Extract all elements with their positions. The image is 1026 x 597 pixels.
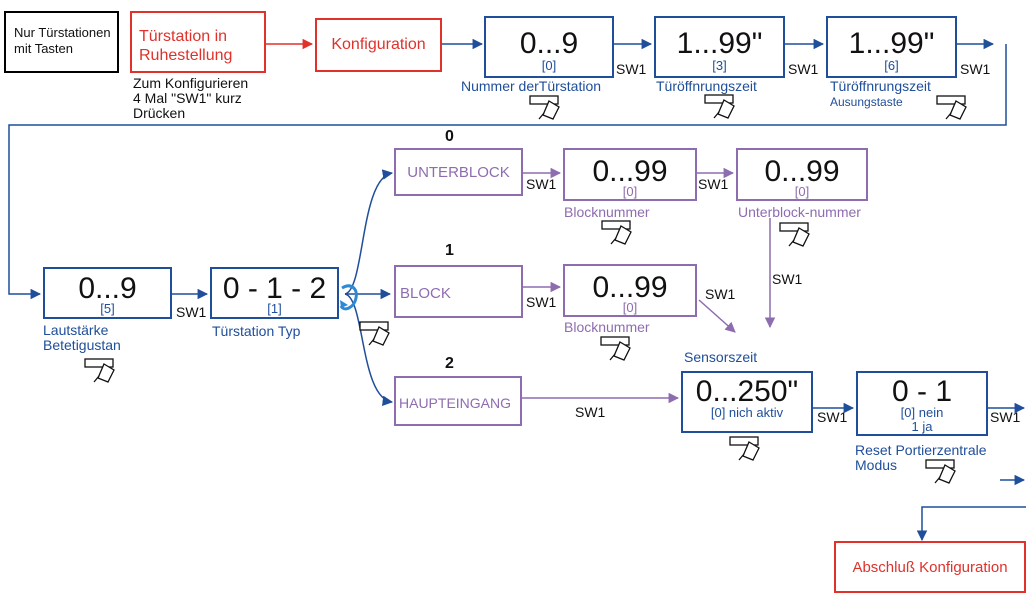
arrow-bn2-down xyxy=(698,299,736,333)
bn2-box: 0...99 [0] xyxy=(563,264,697,317)
abschluss-label: Abschluß Konfiguration xyxy=(852,559,1008,576)
block-box: BLOCK xyxy=(394,265,523,318)
haupteingang-box: HAUPTEINGANG xyxy=(394,376,522,426)
sw1-label: SW1 xyxy=(817,409,848,425)
konfiguration-label: Konfiguration xyxy=(331,36,426,53)
sw1-label: SW1 xyxy=(788,61,819,77)
sensor-range: 0...250" xyxy=(695,375,799,408)
reset-box: 0 - 1 [0] nein 1 ja xyxy=(856,371,988,436)
oeffnung1-range: 1...99" xyxy=(676,27,763,60)
sw1-label: SW1 xyxy=(698,176,729,192)
wrap-line xyxy=(8,44,1007,300)
hand-button-icon xyxy=(729,436,760,461)
bn2-label: Blocknummer xyxy=(564,319,650,335)
instruction-text: Zum Konfigurieren 4 Mal "SW1" kurz Drück… xyxy=(133,75,249,121)
hand-button-icon xyxy=(601,220,632,245)
laut-default: [5] xyxy=(100,301,115,316)
typ-range: 0 - 1 - 2 xyxy=(222,272,327,305)
unterblock-label: UNTERBLOCK xyxy=(407,164,510,181)
hand-button-icon xyxy=(529,95,560,120)
branch-number-2: 2 xyxy=(445,355,454,372)
oeffnung1-box: 1...99" [3] xyxy=(654,16,785,78)
reset-default-2: 1 ja xyxy=(911,419,933,434)
typ-default: [1] xyxy=(267,301,282,316)
oeffnung2-range: 1...99" xyxy=(848,27,935,60)
laut-box: 0...9 [5] xyxy=(43,267,172,319)
bn1-box: 0...99 [0] xyxy=(563,148,697,201)
bn1-label: Blocknummer xyxy=(564,204,650,220)
ubn-box: 0...99 [0] xyxy=(736,148,868,201)
oeffnung2-label: Türöffnrungszeit xyxy=(830,78,931,94)
ausung-label: Ausungstaste xyxy=(830,95,903,109)
laut-label: Lautstärke Betetigustan xyxy=(43,322,121,353)
haupteingang-label: HAUPTEINGANG xyxy=(399,395,512,411)
sw1-label: SW1 xyxy=(575,404,606,420)
nummer-label: Nummer derTürstation xyxy=(461,78,602,94)
nummer-box: 0...9 [0] xyxy=(484,16,614,78)
abschluss-box: Abschluß Konfiguration xyxy=(834,541,1026,593)
nur-tasten-box: Nur Türstationen mit Tasten xyxy=(4,11,119,73)
nur-tasten-label: Nur Türstationen mit Tasten xyxy=(14,25,111,56)
bn1-default: [0] xyxy=(622,184,638,199)
block-label: BLOCK xyxy=(400,285,451,302)
sw1-label: SW1 xyxy=(616,61,647,77)
ubn-label: Unterblock-nummer xyxy=(738,204,861,220)
sw1-label: SW1 xyxy=(772,271,803,287)
oeffnung1-label: Türöffnrungszeit xyxy=(656,78,757,94)
sensor-box: 0...250" [0] nich aktiv xyxy=(681,371,813,433)
oeffnung1-default: [3] xyxy=(712,58,727,73)
hand-button-icon xyxy=(84,358,115,383)
sw1-label: SW1 xyxy=(176,304,207,320)
oeffnung2-default: [6] xyxy=(884,58,899,73)
hand-button-icon xyxy=(925,459,956,484)
arrow-branch-0 xyxy=(344,169,394,295)
sw1-label: SW1 xyxy=(990,409,1021,425)
branch-number-0: 0 xyxy=(445,128,454,145)
bn2-default: [0] xyxy=(622,300,638,315)
hand-button-icon xyxy=(600,336,631,361)
sw1-label: SW1 xyxy=(960,61,991,77)
hand-button-icon xyxy=(359,321,390,346)
rotate-icon xyxy=(339,284,358,311)
nummer-default: [0] xyxy=(541,58,557,73)
nummer-range: 0...9 xyxy=(519,27,579,60)
laut-range: 0...9 xyxy=(78,272,137,305)
reset-default-1: [0] nein xyxy=(900,405,944,420)
ruhestellung-box: Türstation in Ruhestellung xyxy=(130,11,266,73)
arrow-branch-2 xyxy=(344,293,394,407)
reset-label: Reset Portierzentrale Modus xyxy=(855,442,987,473)
oeffnung2-box: 1...99" [6] xyxy=(826,16,957,78)
ubn-default: [0] xyxy=(794,184,810,199)
arrow-to-abschluss xyxy=(916,506,1026,542)
reset-range: 0 - 1 xyxy=(891,375,953,408)
hand-button-icon xyxy=(779,222,810,247)
ubn-range: 0...99 xyxy=(764,155,840,188)
ruhestellung-label: Türstation in Ruhestellung xyxy=(139,28,233,64)
sw1-label: SW1 xyxy=(526,294,557,310)
unterblock-box: UNTERBLOCK xyxy=(394,148,523,196)
typ-label: Türstation Typ xyxy=(212,323,301,339)
hand-button-icon xyxy=(936,95,967,120)
sw1-label: SW1 xyxy=(526,176,557,192)
hand-button-icon xyxy=(704,94,735,119)
sensor-label: Sensorszeit xyxy=(684,349,758,365)
branch-number-1: 1 xyxy=(445,242,454,259)
sw1-label: SW1 xyxy=(705,286,736,302)
konfiguration-box: Konfiguration xyxy=(315,18,442,72)
sensor-default: [0] nich aktiv xyxy=(710,405,784,420)
typ-box: 0 - 1 - 2 [1] xyxy=(210,267,339,319)
bn1-range: 0...99 xyxy=(592,155,668,188)
bn2-range: 0...99 xyxy=(592,271,668,304)
